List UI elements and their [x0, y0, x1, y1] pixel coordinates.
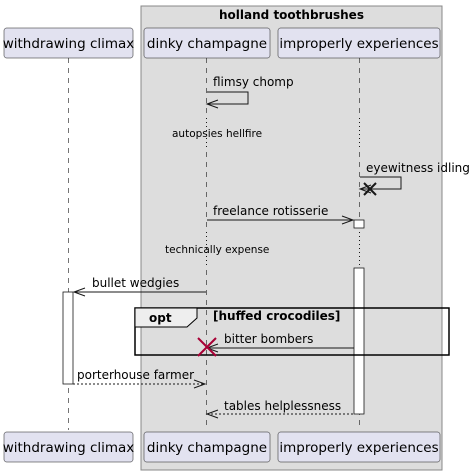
- participant-foot-improperly-experiences[interactable]: improperly experiences: [277, 431, 441, 463]
- participant-foot-withdrawing-climax[interactable]: withdrawing climax: [3, 431, 135, 463]
- message-flimsy-chomp: flimsy chomp: [205, 75, 294, 109]
- opt-group-condition: [huffed crocodiles]: [213, 309, 340, 323]
- participant-head-withdrawing-climax[interactable]: withdrawing climax: [3, 27, 135, 59]
- destroy-x-icon: [197, 337, 217, 357]
- message-label: bullet wedgies: [92, 276, 179, 290]
- divider-autopsies-hellfire: autopsies hellfire: [172, 128, 262, 140]
- message-tables-helplessness: tables helplessness: [205, 399, 354, 419]
- message-label: porterhouse farmer: [77, 368, 194, 382]
- message-porterhouse-farmer: porterhouse farmer: [73, 368, 207, 389]
- participant-head-dinky-champagne[interactable]: dinky champagne: [143, 27, 271, 59]
- participant-label: dinky champagne: [147, 36, 267, 52]
- activation-bar-withdrawing-climax: [62, 291, 74, 385]
- participant-box: [140, 5, 443, 471]
- destroy-x-icon: [363, 182, 377, 196]
- participant-label: dinky champagne: [147, 440, 267, 456]
- activation-bar-improperly-experiences-2: [353, 267, 365, 415]
- participant-foot-dinky-champagne[interactable]: dinky champagne: [143, 431, 271, 463]
- message-bullet-wedgies: bullet wedgies: [72, 276, 206, 297]
- message-label: flimsy chomp: [213, 75, 294, 89]
- participant-label: improperly experiences: [279, 440, 438, 456]
- participant-label: improperly experiences: [279, 36, 438, 52]
- message-freelance-rotisserie: freelance rotisserie: [207, 204, 355, 225]
- message-label: tables helplessness: [224, 399, 341, 413]
- message-label: freelance rotisserie: [213, 204, 328, 218]
- message-label: eyewitness idling: [366, 161, 470, 175]
- activation-bar-improperly-experiences-1: [353, 219, 365, 229]
- participant-label: withdrawing climax: [3, 36, 135, 52]
- opt-group-keyword: opt: [149, 311, 172, 325]
- opt-group-frame: opt [huffed crocodiles]: [134, 307, 450, 356]
- participant-box-title: holland toothbrushes: [219, 8, 364, 22]
- divider-technically-expense: technically expense: [165, 244, 269, 256]
- message-label: bitter bombers: [224, 332, 313, 346]
- participant-head-improperly-experiences[interactable]: improperly experiences: [277, 27, 441, 59]
- participant-label: withdrawing climax: [3, 440, 135, 456]
